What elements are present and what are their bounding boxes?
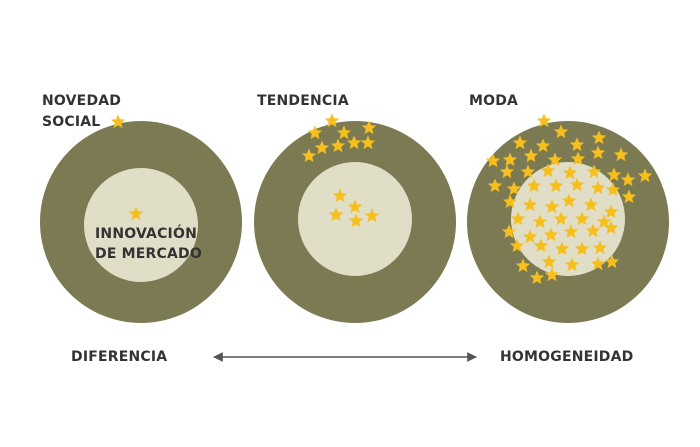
star-icon [590, 180, 606, 195]
star-icon [328, 207, 344, 222]
star-icon [336, 125, 352, 140]
star-icon [585, 223, 601, 238]
star-icon [510, 211, 526, 226]
stars-layer [110, 113, 653, 285]
star-icon [487, 178, 503, 193]
star-icon [547, 152, 563, 167]
star-icon [540, 163, 556, 178]
stage-1-center-label: INNOVACIÓN DE MERCADO [95, 226, 202, 262]
star-icon [604, 254, 620, 269]
star-icon [506, 181, 522, 196]
star-icon [592, 240, 608, 255]
star-icon [522, 229, 538, 244]
star-icon [360, 135, 376, 150]
star-icon [110, 114, 126, 129]
star-icon [603, 204, 619, 219]
star-icon [536, 113, 552, 128]
star-icon [522, 197, 538, 212]
star-icon [590, 145, 606, 160]
star-icon [485, 153, 501, 168]
star-icon [523, 148, 539, 163]
star-icon [564, 257, 580, 272]
star-icon [324, 113, 340, 128]
star-icon [620, 172, 636, 187]
star-icon [314, 140, 330, 155]
star-icon [520, 164, 536, 179]
star-icon [502, 152, 518, 167]
star-icon [574, 241, 590, 256]
star-icon [570, 151, 586, 166]
stage-3-inner-circle [511, 162, 625, 276]
star-icon [526, 178, 542, 193]
star-icon [603, 220, 619, 235]
star-icon [512, 135, 528, 150]
star-icon [562, 165, 578, 180]
star-icon [605, 182, 621, 197]
star-icon [361, 120, 377, 135]
star-icon [569, 137, 585, 152]
star-icon [544, 267, 560, 282]
star-icon [543, 227, 559, 242]
star-icon [515, 258, 531, 273]
star-icon [346, 135, 362, 150]
star-icon [554, 241, 570, 256]
star-icon [502, 194, 518, 209]
star-icon [553, 211, 569, 226]
star-icon [499, 164, 515, 179]
star-icon [561, 193, 577, 208]
stage-3-title: MODA [469, 93, 519, 109]
stage-1-title: NOVEDAD SOCIAL [42, 93, 122, 130]
star-icon [621, 189, 637, 204]
stage-1-inner-circle [84, 168, 198, 282]
star-icon [364, 208, 380, 223]
stage-3-circles [467, 121, 669, 323]
star-icon [307, 125, 323, 140]
star-icon [301, 148, 317, 163]
star-icon [533, 238, 549, 253]
star-icon [501, 224, 517, 239]
star-icon [574, 211, 590, 226]
star-icon [347, 199, 363, 214]
star-icon [544, 199, 560, 214]
star-icon [613, 147, 629, 162]
star-icon [532, 214, 548, 229]
star-icon [553, 124, 569, 139]
star-icon [591, 130, 607, 145]
star-icon [330, 138, 346, 153]
axis-right-label: HOMOGENEIDAD [500, 349, 634, 365]
star-icon [569, 177, 585, 192]
star-icon [637, 168, 653, 183]
star-icon [348, 213, 364, 228]
axis-left-label: DIFERENCIA [71, 349, 168, 365]
star-icon [541, 254, 557, 269]
star-icon [548, 178, 564, 193]
star-icon [509, 238, 525, 253]
star-icon [606, 167, 622, 182]
star-icon [596, 214, 612, 229]
star-icon [128, 206, 144, 221]
star-icon [535, 138, 551, 153]
star-icon [590, 256, 606, 271]
star-icon [529, 270, 545, 285]
stage-2-title: TENDENCIA [257, 93, 349, 109]
star-icon [332, 188, 348, 203]
star-icon [563, 224, 579, 239]
star-icon [586, 164, 602, 179]
stage-1-circles [40, 121, 242, 323]
star-icon [583, 197, 599, 212]
